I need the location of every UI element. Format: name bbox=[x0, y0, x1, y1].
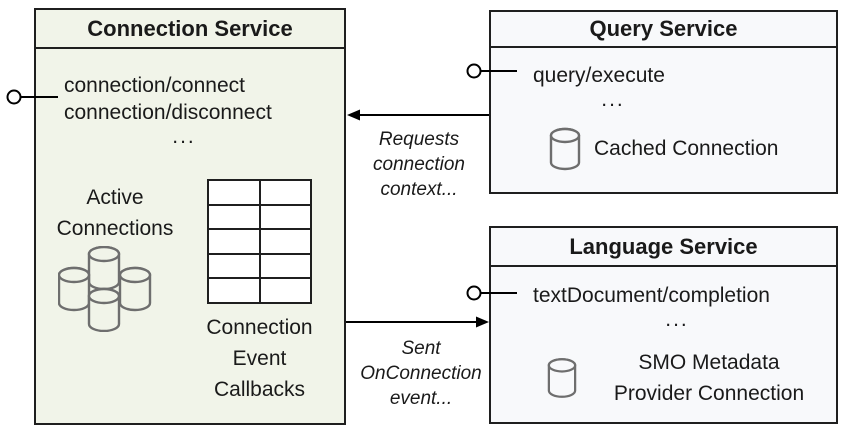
active-connections-line-1: Active bbox=[86, 186, 144, 209]
method-query-execute: query/execute bbox=[533, 64, 665, 87]
arrow-sent-onconnection-event bbox=[346, 316, 489, 328]
method-connection-connect: connection/connect bbox=[64, 74, 245, 97]
connection-service-title: Connection Service bbox=[36, 10, 344, 49]
active-connections-line-2: Connections bbox=[56, 217, 174, 240]
database-icon bbox=[547, 358, 577, 398]
smo-metadata-label-line-1: SMO Metadata bbox=[638, 351, 780, 374]
cached-connection-label: Cached Connection bbox=[594, 137, 779, 160]
database-cluster-icon bbox=[58, 246, 152, 332]
callbacks-table bbox=[207, 179, 312, 304]
callbacks-label-line-1: Connection bbox=[206, 316, 313, 339]
language-service-box: Language Service textDocument/completion… bbox=[489, 226, 838, 424]
sent-label-line-2: OnConnection bbox=[360, 363, 482, 384]
callbacks-table-cell bbox=[209, 181, 259, 204]
callbacks-table-cell bbox=[209, 230, 259, 253]
lollipop-circle-icon bbox=[6, 89, 22, 105]
callbacks-table-cell bbox=[260, 254, 310, 278]
connection-service-box: Connection Service connection/connect co… bbox=[34, 8, 346, 425]
lollipop-circle-icon bbox=[466, 285, 482, 301]
query-service-title: Query Service bbox=[491, 12, 836, 48]
requests-label-line-3: context... bbox=[380, 179, 458, 200]
callbacks-label-line-3: Callbacks bbox=[213, 378, 306, 401]
smo-metadata-resource: SMO Metadata Provider Connection bbox=[547, 347, 828, 409]
query-service-box: Query Service query/execute ... Cached C… bbox=[489, 10, 838, 194]
method-textdocument-completion: textDocument/completion bbox=[533, 284, 770, 307]
smo-metadata-label: SMO Metadata Provider Connection bbox=[590, 347, 828, 409]
arrowhead-right-icon bbox=[476, 316, 489, 328]
requests-label-line-2: connection bbox=[373, 154, 465, 175]
arrowhead-left-icon bbox=[347, 109, 360, 121]
cached-connection-resource: Cached Connection bbox=[549, 127, 778, 171]
query-service-methods: query/execute ... bbox=[533, 62, 693, 111]
smo-metadata-label-line-2: Provider Connection bbox=[613, 382, 805, 405]
methods-ellipsis: ... bbox=[665, 308, 689, 331]
sent-onconnection-event-label: Sent OnConnection event... bbox=[346, 336, 496, 411]
methods-ellipsis: ... bbox=[601, 88, 625, 111]
language-service-methods: textDocument/completion ... bbox=[533, 282, 821, 331]
database-cylinder-left bbox=[58, 266, 91, 312]
connection-service-methods: connection/connect connection/disconnect… bbox=[64, 72, 304, 148]
callbacks-table-cell bbox=[260, 230, 310, 253]
database-icon bbox=[549, 127, 581, 171]
callbacks-table-cell bbox=[260, 181, 310, 204]
language-service-title: Language Service bbox=[491, 228, 836, 267]
sent-label-line-1: Sent bbox=[401, 338, 441, 359]
callbacks-table-cell bbox=[260, 205, 310, 229]
callbacks-table-cell bbox=[209, 254, 259, 278]
callbacks-table-cell bbox=[260, 279, 310, 302]
database-cylinder-top bbox=[87, 246, 121, 291]
database-cylinder-right bbox=[118, 266, 152, 312]
callbacks-label: Connection Event Callbacks bbox=[177, 312, 342, 405]
callbacks-table-cell bbox=[209, 279, 259, 302]
database-cylinder-front bbox=[87, 287, 121, 332]
arrow-requests-connection-context bbox=[347, 109, 489, 121]
methods-ellipsis: ... bbox=[172, 125, 196, 148]
lollipop-circle-icon bbox=[466, 63, 482, 79]
sent-label-line-3: event... bbox=[389, 388, 453, 409]
requests-label-line-1: Requests bbox=[378, 129, 460, 150]
requests-connection-context-label: Requests connection context... bbox=[344, 127, 494, 202]
method-connection-disconnect: connection/disconnect bbox=[64, 101, 272, 124]
callbacks-table-cell bbox=[209, 205, 259, 229]
callbacks-label-line-2: Event bbox=[232, 347, 287, 370]
active-connections-label: Active Connections bbox=[40, 182, 190, 244]
